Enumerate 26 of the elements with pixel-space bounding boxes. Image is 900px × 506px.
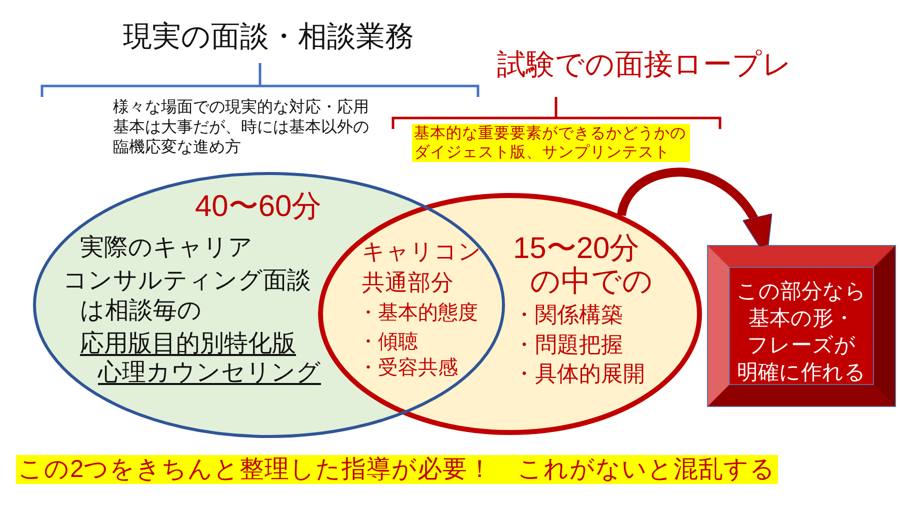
box-text: この部分なら	[736, 279, 866, 304]
highlighted-banner: この2つをきちんと整理した指導が必要！ これがないと混乱する	[16, 455, 778, 484]
overlap-heading: キャリコン共通部分	[362, 238, 483, 297]
bullet-item: ・関係構築	[513, 302, 623, 328]
bullet-item: ・受容共感	[358, 356, 458, 380]
body-text: 実際のキャリア	[80, 233, 253, 262]
highlighted-note: 基本的な重要要素ができるかどうかのダイジェスト版、サンプリンテスト	[412, 124, 690, 162]
bevel-box	[708, 246, 895, 406]
bullet-item: ・問題把握	[513, 332, 623, 358]
heading-text: の中での	[530, 264, 653, 300]
bullet-item: ・基本的態度	[358, 301, 478, 325]
box-text: フレーズが	[747, 333, 856, 358]
venn-ellipse	[33, 172, 505, 438]
time-label: 40〜60分	[195, 189, 322, 225]
body-text: 心理カウンセリング	[98, 358, 321, 387]
body-text: コンサルティング面談	[63, 266, 311, 295]
bullet-item: ・傾聴	[358, 330, 418, 354]
heading: 試験での面接ロープレ	[497, 48, 792, 83]
box-text: 明確に作れる	[737, 360, 866, 385]
description-text: 様々な場面での現実的な対応・応用基本は大事だが、時には基本以外の臨機応変な進め方	[113, 98, 370, 158]
body-text: は相談毎の	[80, 296, 202, 325]
heading: 現実の面談・相談業務	[123, 20, 414, 55]
bullet-item: ・具体的展開	[513, 361, 645, 387]
body-text: 応用版目的別特化版	[80, 329, 296, 358]
time-label: 15〜20分	[513, 231, 640, 266]
box-text: 基本の形・	[748, 306, 854, 331]
